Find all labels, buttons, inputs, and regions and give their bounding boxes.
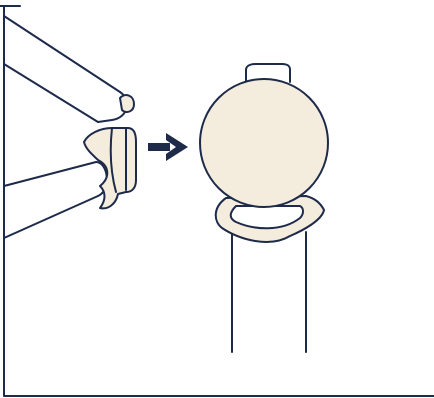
arrow-right-icon <box>148 133 188 161</box>
upper-tube <box>3 15 128 123</box>
frame-border <box>0 5 434 397</box>
connector-fitting <box>83 127 137 210</box>
lower-tube <box>3 161 108 239</box>
upper-connector-clip <box>119 94 135 113</box>
knob-assembly <box>199 63 329 353</box>
